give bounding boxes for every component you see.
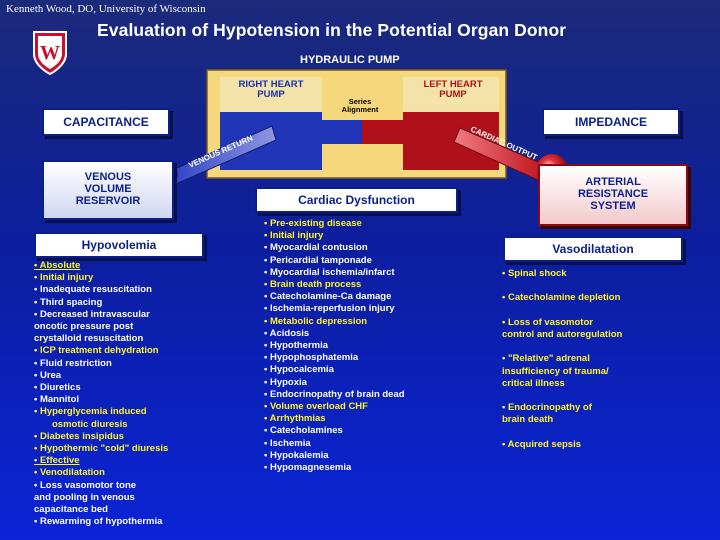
right-heart-label: RIGHT HEART PUMP <box>238 79 304 101</box>
cardiac-dysfunction-box: Cardiac Dysfunction <box>255 187 458 213</box>
list-item: • Ischemia <box>264 437 311 449</box>
list-item <box>502 280 622 292</box>
list-item: oncotic pressure post <box>34 321 134 333</box>
list-item: • Ischemia-reperfusion injury <box>264 303 395 315</box>
list-item: • Hypocalcemia <box>264 364 334 376</box>
list-item: osmotic diuresis <box>52 418 128 430</box>
list-item: • Third spacing <box>34 296 103 308</box>
list-item: • Acidosis <box>264 327 310 339</box>
list-item: • Brain death process <box>264 279 362 291</box>
list-item: • Hypothermia <box>264 340 329 352</box>
list-item: • Myocardial ischemia/infarct <box>264 266 395 278</box>
list-item: crystalloid resuscitation <box>34 333 144 345</box>
list-item <box>502 427 622 439</box>
arterial-resistance-box: ARTERIAL RESISTANCE SYSTEM <box>538 164 688 226</box>
list-item: • Fluid restriction <box>34 357 112 369</box>
hypovolemia-box: Hypovolemia <box>34 232 204 258</box>
list-item: control and autoregulation <box>502 329 623 341</box>
impedance-box: IMPEDANCE <box>542 108 680 136</box>
list-item: capacitance bed <box>34 504 108 516</box>
list-item: • Rewarming of hypothermia <box>34 516 163 528</box>
list-item: • Pre-existing disease <box>264 218 362 229</box>
venous-reservoir-box: VENOUS VOLUME RESERVOIR <box>42 160 174 220</box>
list-item: • Hypokalemia <box>264 449 329 461</box>
list-item: • Hypophosphatemia <box>264 352 359 364</box>
list-item: • Loss vasomotor tone <box>34 479 137 491</box>
list-item: • Endocrinopathy of <box>502 402 592 414</box>
cardiac-dysfunction-causes-list: • Pre-existing disease• Initial injury• … <box>264 218 405 474</box>
vasodilatation-causes-list: • Spinal shock • Catecholamine depletion… <box>502 268 622 451</box>
list-item: • Inadequate resuscitation <box>34 284 152 296</box>
university-seal-icon: W <box>33 31 67 76</box>
list-item: • Urea <box>34 369 62 381</box>
series-connector-blue <box>322 120 362 144</box>
list-item: • Metabolic depression <box>264 315 368 327</box>
list-item: • Catecholamine-Ca damage <box>264 291 392 303</box>
list-item: critical illness <box>502 377 565 389</box>
list-item: • Catecholamines <box>264 425 343 437</box>
vasodilatation-box: Vasodilatation <box>503 236 683 262</box>
svg-text:W: W <box>40 42 60 64</box>
list-item: • Decreased intravascular <box>34 308 150 320</box>
list-item: • Initial injury <box>34 272 94 284</box>
series-connector-red <box>362 120 403 144</box>
list-item: • Acquired sepsis <box>502 438 582 450</box>
list-item: • Hyperglycemia induced <box>34 406 147 418</box>
list-item: brain death <box>502 414 554 426</box>
capacitance-box: CAPACITANCE <box>42 108 170 136</box>
list-item <box>502 341 622 353</box>
list-item: • Loss of vasomotor <box>502 316 593 328</box>
left-heart-label: LEFT HEART PUMP <box>423 79 483 101</box>
list-item: • Mannitol <box>34 394 80 406</box>
list-item: • Endocrinopathy of brain dead <box>264 388 405 400</box>
hypovolemia-causes-list: • Absolute• Initial injury• Inadequate r… <box>34 260 168 528</box>
series-alignment-label: Series Alignment <box>341 97 379 115</box>
list-item: • Catecholamine depletion <box>502 292 621 304</box>
list-item: • Venodilatation <box>34 467 105 479</box>
list-item: • Hypoxia <box>264 376 307 388</box>
list-item: • Initial injury <box>264 230 324 242</box>
list-item: • ICP treatment dehydration <box>34 345 159 357</box>
list-item: and pooling in venous <box>34 491 135 503</box>
list-item: • "Relative" adrenal <box>502 353 590 365</box>
list-item: • Spinal shock <box>502 268 567 279</box>
list-item: • Pericardial tamponade <box>264 254 372 266</box>
slide-title: Evaluation of Hypotension in the Potenti… <box>97 20 567 40</box>
list-item: • Diuretics <box>34 382 81 394</box>
list-item: • Hypothermic "cold" diuresis <box>34 443 169 455</box>
list-item: • Hypomagnesemia <box>264 462 352 474</box>
credit-line: Kenneth Wood, DO, University of Wisconsi… <box>6 3 206 15</box>
list-item: insufficiency of trauma/ <box>502 365 609 377</box>
list-item: • Volume overload CHF <box>264 401 368 413</box>
list-item: • Diabetes insipidus <box>34 430 124 442</box>
list-item: • Absolute <box>34 260 81 271</box>
hydraulic-pump-title: HYDRAULIC PUMP <box>300 54 400 66</box>
list-item <box>502 305 622 317</box>
list-item: • Myocardial contusion <box>264 242 368 254</box>
list-item: • Effective <box>34 455 80 467</box>
list-item: • Arrhythmias <box>264 413 326 425</box>
list-item <box>502 390 622 402</box>
